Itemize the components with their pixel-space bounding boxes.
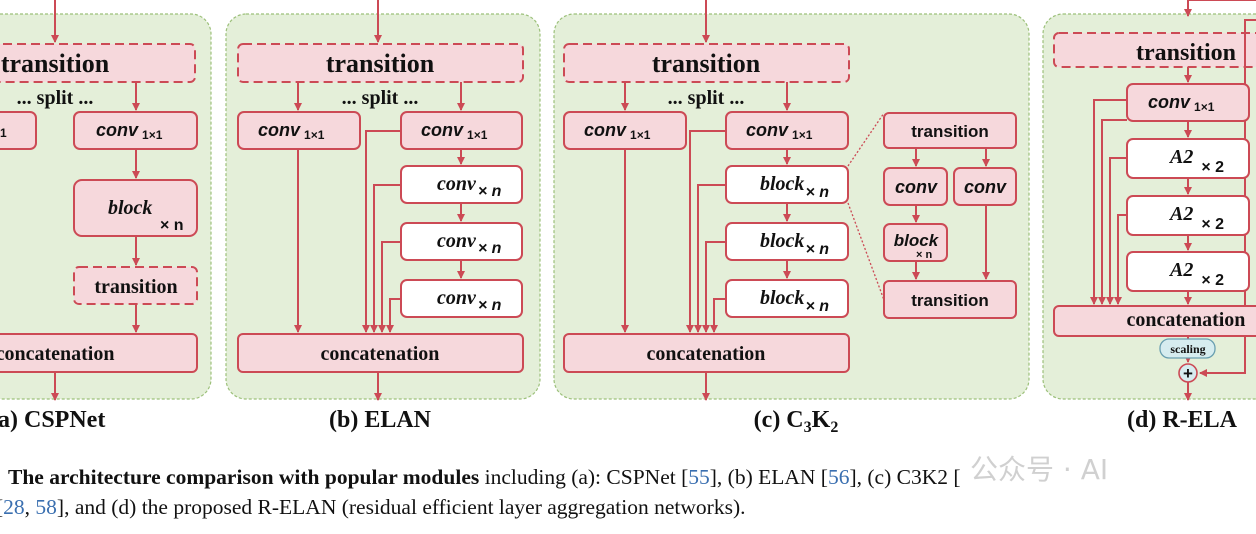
- caption-ref-28[interactable]: 28: [3, 495, 25, 519]
- panel-a-block-mult: × n: [160, 217, 184, 234]
- panel-c-detail-block-mult: × n: [916, 249, 932, 261]
- watermark: 公众号 · AI: [970, 453, 1109, 486]
- panel-c-block-3-label: block× n: [760, 287, 829, 315]
- panel-d-skip-a2-1: [1106, 157, 1127, 305]
- panel-b-caption: (b) ELAN: [329, 407, 432, 433]
- panel-d-add-node: [1178, 363, 1198, 383]
- panel-c-block-2-label: block× n: [760, 230, 829, 258]
- panel-c-zoom-line-bottom: [847, 202, 885, 301]
- panel-a-concat-label: concatenation: [0, 343, 114, 365]
- panel-c-skip-conv: [686, 130, 726, 333]
- panel-d-skip-conv: [1098, 119, 1127, 305]
- panel-a-transition-small-label: transition: [94, 276, 177, 298]
- panel-d-a2-3-label: A2× 2: [1168, 259, 1224, 289]
- panel-b-skip-conv: [362, 130, 401, 333]
- caption-line-2: [28, 58], and (d) the proposed R-ELAN (r…: [0, 492, 1252, 522]
- panel-b-skip-n1: [370, 184, 401, 333]
- panel-c-skip-b2: [702, 241, 726, 333]
- caption-text-1: including (a): CSPNet [: [479, 465, 689, 489]
- panel-c-skip-b1: [694, 184, 726, 333]
- panel-b-skip-n2: [378, 241, 401, 333]
- panel-d-a2-1-label: A2× 2: [1168, 146, 1224, 176]
- panel-d-skip-a2-2: [1114, 214, 1127, 305]
- panel-c-transition-box: [563, 43, 850, 83]
- panel-b-conv-n2-label: conv× n: [437, 230, 502, 257]
- caption-text-5: ,: [24, 495, 36, 519]
- panel-c-detail-conv-right-label: conv: [964, 177, 1007, 197]
- panel-c-detail-conv-left-label: conv: [895, 177, 938, 197]
- panel-c-block-1-label: block× n: [760, 173, 829, 201]
- panel-c-detail-transition-top-label: transition: [911, 122, 988, 141]
- panel-a-transition-label: transition: [1, 49, 110, 78]
- caption-ref-56[interactable]: 56: [827, 465, 850, 489]
- panel-c-split-label: ... split ...: [668, 87, 745, 109]
- panel-d-transition-box: [1053, 32, 1256, 68]
- caption-text-3: ], (c) C3K2 [: [849, 465, 961, 489]
- panel-a-block-label: block: [108, 197, 152, 219]
- panel-d-skip-transition: [1090, 99, 1127, 305]
- panel-a-split-label: ... split ...: [17, 87, 94, 109]
- panel-c-detail-transition-top-box: [883, 112, 1017, 149]
- panel-c-detail-block-label: block: [894, 231, 940, 250]
- panel-c-transition-label: transition: [652, 49, 761, 78]
- panel-d-concat-box: [1053, 305, 1256, 337]
- panel-d-caption: (d) R-ELA: [1127, 407, 1238, 433]
- panel-a-caption: a) CSPNet: [0, 407, 105, 433]
- panel-b-concat-label: concatenation: [321, 343, 440, 365]
- panel-d-input-arrow: [1184, 0, 1256, 17]
- panel-c-detail-transition-bottom-box: [883, 280, 1017, 319]
- panel-c-concat-label: concatenation: [647, 343, 766, 365]
- panel-b-split-label: ... split ...: [342, 87, 419, 109]
- caption-ref-55[interactable]: 55: [688, 465, 710, 489]
- caption-ref-58[interactable]: 58: [35, 495, 57, 519]
- panel-d-scaling-label: scaling: [1170, 342, 1205, 356]
- panel-c-detail-transition-bottom-label: transition: [911, 291, 988, 310]
- panel-b-conv-n1-label: conv× n: [437, 173, 502, 200]
- panel-d-transition-label: transition: [1136, 40, 1236, 66]
- panel-b-transition-label: transition: [326, 49, 435, 78]
- panel-a-conv-left-box: [0, 111, 37, 150]
- panel-b-concat-box: [237, 333, 524, 373]
- panel-a-concat-box: [0, 333, 198, 373]
- panel-b-skip-n3: [386, 298, 401, 333]
- panel-d-concat-label: concatenation: [1127, 309, 1246, 331]
- caption-bold-title: The architecture comparison with popular…: [8, 465, 480, 489]
- panel-d-scaling-box: [1159, 338, 1216, 359]
- caption-text-2: ], (b) ELAN [: [709, 465, 828, 489]
- panel-b-conv-n3-label: conv× n: [437, 287, 502, 314]
- panel-c-zoom-line-top: [847, 112, 885, 167]
- figure-caption: The architecture comparison with popular…: [0, 462, 1256, 522]
- panel-c-skip-b3: [710, 298, 726, 333]
- panel-c-caption: (c) C3K2: [754, 407, 839, 436]
- panel-b-transition-box: [237, 43, 524, 83]
- panel-a-transition-box: [0, 43, 196, 83]
- panel-d-a2-2-label: A2× 2: [1168, 203, 1224, 233]
- panel-a-conv-left-label: 1: [0, 126, 7, 140]
- panel-d-add-label: +: [1183, 364, 1193, 383]
- caption-text-6: ], and (d) the proposed R-ELAN (residual…: [56, 495, 746, 519]
- caption-line-1: The architecture comparison with popular…: [8, 462, 1256, 492]
- caption-text-4: [: [0, 495, 3, 519]
